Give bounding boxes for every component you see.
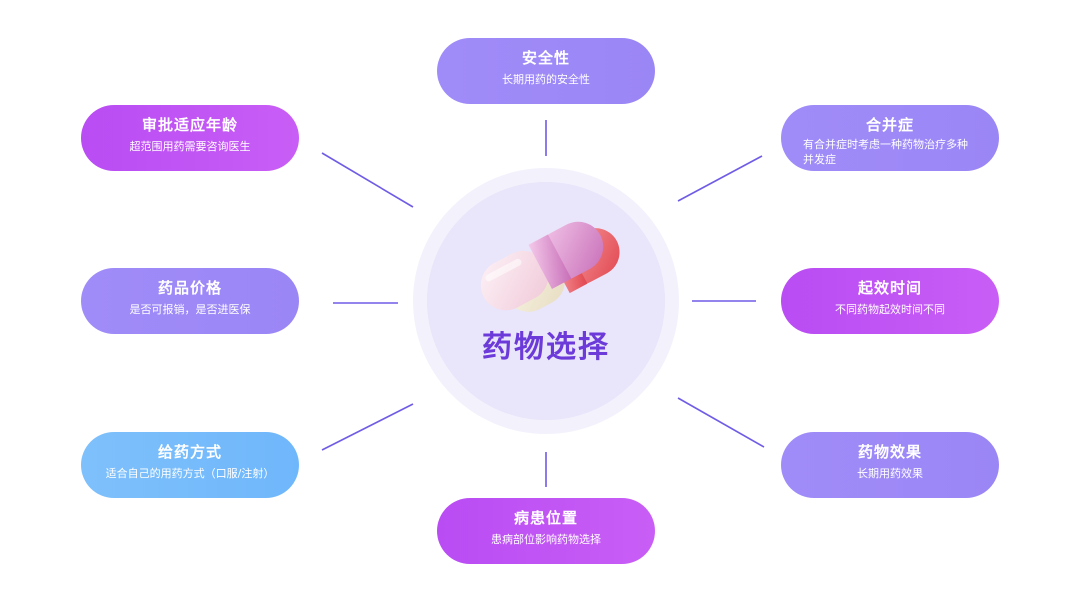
node-drug-price[interactable]: 药品价格 是否可报销，是否进医保	[81, 268, 299, 334]
node-title: 起效时间	[857, 279, 922, 297]
center-title: 药物选择	[482, 330, 610, 365]
node-title: 安全性	[521, 49, 570, 67]
node-desc: 超范围用药需要咨询医生	[129, 140, 251, 153]
node-title: 审批适应年龄	[141, 116, 238, 134]
connector-top-right	[677, 155, 763, 202]
node-lesion-location[interactable]: 病患位置 患病部位影响药物选择	[437, 498, 655, 564]
node-title: 药品价格	[157, 279, 222, 297]
node-desc: 是否可报销，是否进医保	[129, 303, 251, 316]
node-desc: 患病部位影响药物选择	[491, 533, 601, 546]
node-desc: 适合自己的用药方式（口服/注射）	[105, 467, 275, 480]
node-safety[interactable]: 安全性 长期用药的安全性	[437, 38, 655, 104]
node-title: 给药方式	[157, 443, 222, 461]
capsule-pill-icon	[480, 221, 620, 312]
node-comorbidity[interactable]: 合并症 有合并症时考虑一种药物治疗多种并发症	[781, 105, 999, 171]
node-desc: 长期用药效果	[857, 467, 923, 480]
node-desc: 长期用药的安全性	[502, 73, 590, 86]
node-approved-age[interactable]: 审批适应年龄 超范围用药需要咨询医生	[81, 105, 299, 171]
node-administration-route[interactable]: 给药方式 适合自己的用药方式（口服/注射）	[81, 432, 299, 498]
node-title: 药物效果	[857, 443, 922, 461]
node-drug-effect[interactable]: 药物效果 长期用药效果	[781, 432, 999, 498]
connector-bottom-right	[677, 397, 765, 448]
node-desc: 有合并症时考虑一种药物治疗多种并发症	[803, 138, 968, 166]
connector-top-left	[321, 152, 414, 208]
node-onset-time[interactable]: 起效时间 不同药物起效时间不同	[781, 268, 999, 334]
node-desc: 不同药物起效时间不同	[835, 303, 945, 316]
connector-bottom-left	[321, 403, 414, 451]
node-title: 病患位置	[513, 509, 578, 527]
node-title: 合并症	[865, 116, 914, 134]
